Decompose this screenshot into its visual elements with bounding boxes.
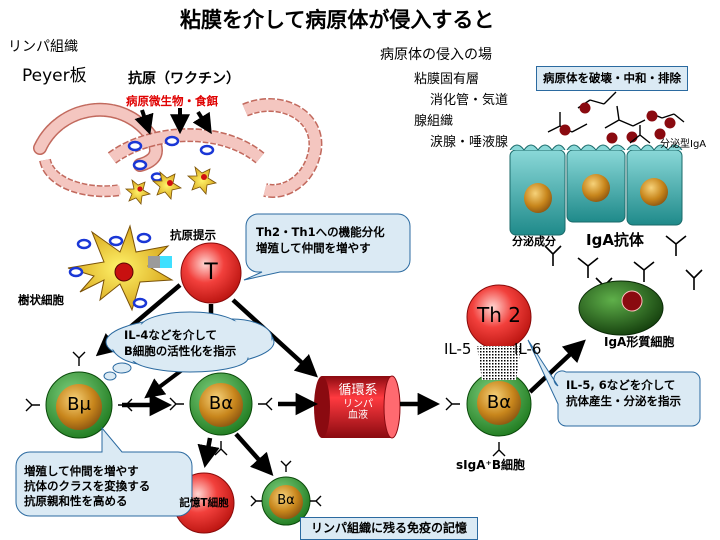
il56-callout-shape xyxy=(527,339,701,427)
b-mu-label: Bμ xyxy=(67,394,91,415)
b-alpha-cell xyxy=(189,372,253,436)
entry-site-line-1: 粘膜固有層 xyxy=(414,72,480,87)
peyer-label: Peyer板 xyxy=(22,66,87,86)
peyer-patch-tissue xyxy=(33,98,323,198)
cytokine-signal xyxy=(477,346,521,380)
bmu-callout-shape xyxy=(15,426,193,517)
siga-b-alpha-label: Bα xyxy=(486,392,512,413)
pathogen-entry-arrows xyxy=(134,108,212,135)
bmu-callout-line-1: 増殖して仲間を増やす xyxy=(24,464,139,478)
secretory-iga-molecules xyxy=(547,91,685,144)
antigen-particles-peyer xyxy=(127,135,215,182)
entry-site-line-2: 消化管・気道 xyxy=(430,93,509,108)
entry-site-line-4: 涙腺・唾液腺 xyxy=(430,135,509,150)
siga-b-label: sIgA⁺B細胞 xyxy=(456,458,525,472)
th2-label: Th 2 xyxy=(477,303,521,327)
bmu-callout-line-2: 抗体のクラスを変換する xyxy=(24,478,151,493)
memory-box: リンパ組織に残る免疫の記憶 xyxy=(300,517,479,540)
bmu-callout: 増殖して仲間を増やす 抗体のクラスを変換する 抗原親和性を高める xyxy=(24,464,150,509)
page-title: 粘膜を介して病原体が侵入すると xyxy=(180,8,495,32)
entry-site-heading: 病原体の侵入の場 xyxy=(380,47,492,63)
circulation-label-lymph: リンパ xyxy=(343,398,373,410)
il56-callout: IL-5, 6などを介して 抗体産生・分泌を指示 xyxy=(566,378,681,409)
antigen-label: 抗原（ワクチン） xyxy=(128,71,240,87)
t-cell xyxy=(180,242,242,304)
pathogen-food-label: 病原微生物・食餌 xyxy=(126,94,218,108)
circulation-label-main: 循環系 xyxy=(338,383,378,398)
circulation-cylinder xyxy=(314,375,401,439)
b-alpha-label: Bα xyxy=(208,393,234,414)
siga-b-cell xyxy=(466,371,532,437)
b-mu-cell xyxy=(45,371,113,439)
pathogen-action-box: 病原体を破壊・中和・排除 xyxy=(536,66,688,91)
th-callout-line-2: 増殖して仲間を増やす xyxy=(256,240,371,255)
antigen-presentation-label: 抗原提示 xyxy=(170,228,216,242)
dendritic-cell-label: 樹状細胞 xyxy=(18,293,64,307)
il5-label: IL-5 xyxy=(444,340,472,358)
memory-b-label: Bα xyxy=(277,493,295,508)
epithelium xyxy=(509,144,683,236)
lymph-tissue-label: リンパ組織 xyxy=(8,39,78,55)
il56-callout-line-2: 抗体産生・分泌を指示 xyxy=(566,393,681,408)
memory-t-label: 記憶T細胞 xyxy=(179,497,229,509)
iga-antibody-label: IgA抗体 xyxy=(586,231,644,249)
iga-plasma-cell xyxy=(578,280,664,336)
circulation-label-blood: 血液 xyxy=(348,410,368,422)
th-callout-shape xyxy=(243,213,411,281)
flow-arrows xyxy=(95,283,586,477)
th-callout-line-1: Th2・Th1への機能分化 xyxy=(256,225,385,239)
il4-callout: IL-4などを介して B細胞の活性化を指示 xyxy=(124,328,236,359)
iga-plasma-label: IgA形質細胞 xyxy=(604,335,675,349)
il4-callout-line-1: IL-4などを介して xyxy=(124,328,218,342)
small-dendritic-cells-peyer xyxy=(124,165,218,205)
il4-cloud-fill xyxy=(108,316,272,368)
t-cell-label: T xyxy=(204,260,218,285)
th-callout: Th2・Th1への機能分化 増殖して仲間を増やす xyxy=(256,225,385,256)
bmu-callout-line-3: 抗原親和性を高める xyxy=(24,493,128,508)
il4-callout-line-2: B細胞の活性化を指示 xyxy=(124,343,237,358)
il6-label: IL-6 xyxy=(514,340,542,358)
circulation-label: 循環系 リンパ 血液 xyxy=(326,383,390,422)
dendritic-cell xyxy=(67,224,174,312)
entry-site-line-3: 腺組織 xyxy=(414,114,454,129)
il56-callout-line-1: IL-5, 6などを介して xyxy=(566,378,676,392)
secretory-component-label: 分泌成分 xyxy=(512,235,556,248)
secretory-iga-label: 分泌型IgA xyxy=(660,139,707,150)
